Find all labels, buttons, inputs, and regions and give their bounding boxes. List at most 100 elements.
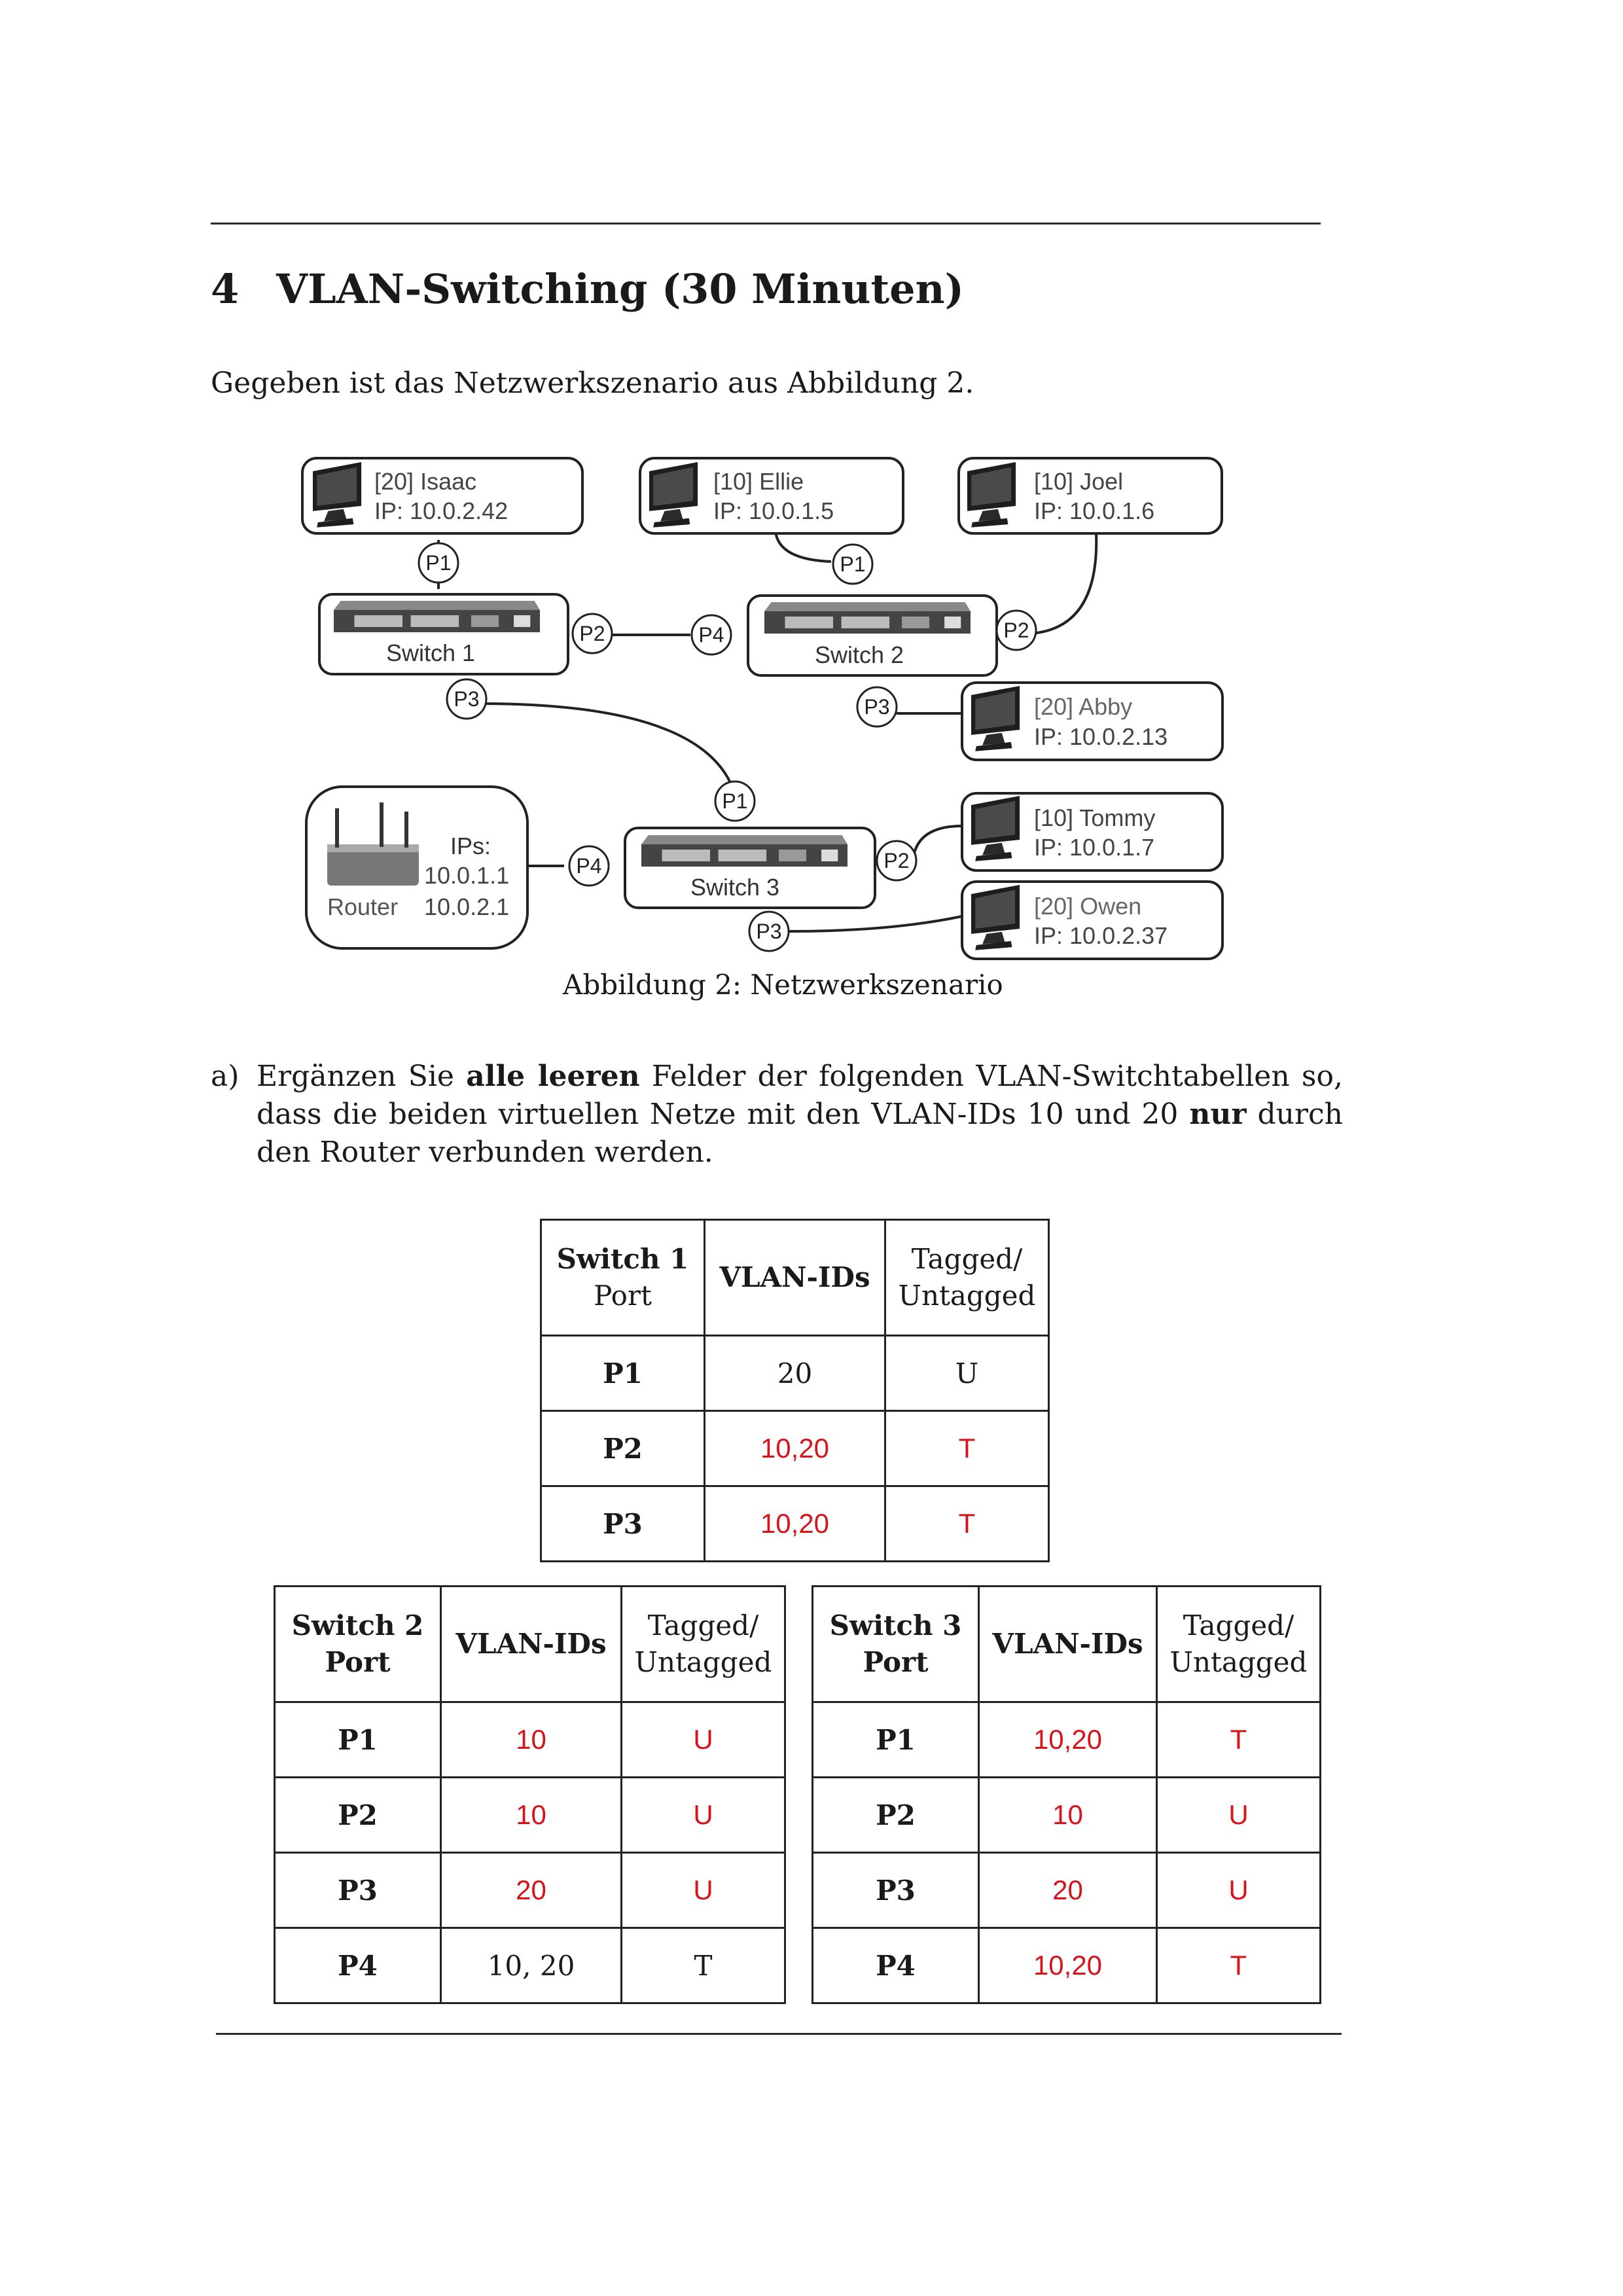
switch2-header-port-label: Port xyxy=(325,1646,391,1678)
task-text-part-2: Felder der folgenden VLAN-Switchtabellen… xyxy=(257,1060,1343,1131)
switch3-port-p3: P3 xyxy=(748,910,790,952)
switch2-p4-tag[interactable]: T xyxy=(620,1927,786,2004)
switch3-p1-port: P1 xyxy=(812,1701,980,1778)
svg-text:P1: P1 xyxy=(840,552,865,576)
switch2-p1-vlan[interactable]: 10 xyxy=(440,1701,622,1778)
joel-ip: IP: 10.0.1.6 xyxy=(1034,497,1154,524)
switch1-p1-vlan[interactable]: 20 xyxy=(704,1335,886,1412)
switch-3: Switch 3 xyxy=(624,827,876,909)
svg-text:[10] Joel: [10] Joel xyxy=(1034,468,1123,495)
switch2-p2-port: P2 xyxy=(274,1776,442,1854)
tommy-vlan: [10] xyxy=(1034,804,1073,831)
switch-1: Switch 1 xyxy=(318,593,569,675)
router-ip-2: 10.0.2.1 xyxy=(424,893,509,920)
switch2-p1-tag[interactable]: U xyxy=(620,1701,786,1778)
host-ellie: [10] Ellie IP: 10.0.1.5 xyxy=(639,457,904,535)
ellie-ip: IP: 10.0.1.5 xyxy=(713,497,834,524)
switch3-p3-tag[interactable]: U xyxy=(1156,1852,1321,1929)
switch-2-label: Switch 2 xyxy=(815,641,904,668)
switch2-p2-tag[interactable]: U xyxy=(620,1776,786,1854)
switch2-port-p2: P2 xyxy=(995,609,1037,651)
line-s3p2-tommy xyxy=(912,825,963,861)
router-label: Router xyxy=(327,893,398,920)
abby-ip: IP: 10.0.2.13 xyxy=(1034,723,1168,750)
switch2-p4-vlan[interactable]: 10, 20 xyxy=(440,1927,622,2004)
svg-text:[20] Isaac: [20] Isaac xyxy=(374,468,476,495)
switch3-p3-vlan[interactable]: 20 xyxy=(978,1852,1158,1929)
svg-text:[20] Owen: [20] Owen xyxy=(1034,893,1141,920)
section-number: 4 xyxy=(211,265,240,313)
switch-3-label: Switch 3 xyxy=(690,874,779,901)
switch2-port-p4: P4 xyxy=(690,614,732,656)
tommy-ip: IP: 10.0.1.7 xyxy=(1034,834,1154,861)
switch3-p2-tag[interactable]: U xyxy=(1156,1776,1321,1854)
joel-name: Joel xyxy=(1080,468,1123,495)
top-rule xyxy=(211,223,1321,224)
svg-text:[20] Abby: [20] Abby xyxy=(1034,693,1132,720)
network-diagram: [20] Isaac IP: 10.0.2.42 [10] Ellie IP: … xyxy=(301,457,1224,960)
switch3-p4-tag[interactable]: T xyxy=(1156,1927,1321,2004)
switch1-port-p2: P2 xyxy=(571,613,613,655)
owen-name: Owen xyxy=(1080,893,1141,920)
switch1-header-tag: Tagged/Untagged xyxy=(884,1219,1050,1336)
switch1-header-port-label: Port xyxy=(594,1280,652,1312)
switch1-header-untagged: Untagged xyxy=(898,1280,1036,1312)
switch2-header-untagged: Untagged xyxy=(634,1646,772,1678)
svg-text:P3: P3 xyxy=(864,695,889,719)
switch3-header-untagged: Untagged xyxy=(1169,1646,1308,1678)
switch3-p1-tag[interactable]: T xyxy=(1156,1701,1321,1778)
switch1-p3-tag[interactable]: T xyxy=(884,1485,1050,1562)
line-s3p3-owen xyxy=(788,915,963,933)
svg-text:P1: P1 xyxy=(722,789,747,813)
switch1-p2-vlan[interactable]: 10,20 xyxy=(704,1410,886,1487)
switch3-port-p1: P1 xyxy=(714,780,756,822)
host-isaac: [20] Isaac IP: 10.0.2.42 xyxy=(301,457,584,535)
switch1-p2-port: P2 xyxy=(540,1410,705,1487)
abby-vlan: [20] xyxy=(1034,693,1073,720)
switch2-port-p1: P1 xyxy=(832,543,874,585)
svg-text:[10] Ellie: [10] Ellie xyxy=(713,468,804,495)
switch2-p4-port: P4 xyxy=(274,1927,442,2004)
switch1-port-p1: P1 xyxy=(418,542,459,584)
bottom-rule xyxy=(216,2033,1342,2035)
tommy-name: Tommy xyxy=(1079,804,1155,831)
joel-vlan: [10] xyxy=(1034,468,1073,495)
switch3-p3-port: P3 xyxy=(812,1852,980,1929)
switch1-p2-tag[interactable]: T xyxy=(884,1410,1050,1487)
switch3-p4-vlan[interactable]: 10,20 xyxy=(978,1927,1158,2004)
switch3-header-switch: Switch 3 xyxy=(829,1609,962,1641)
svg-text:P2: P2 xyxy=(579,622,605,645)
host-joel: [10] Joel IP: 10.0.1.6 xyxy=(957,457,1223,535)
task-text-part-3: durch den Router verbunden werden. xyxy=(257,1098,1344,1169)
switch2-p2-vlan[interactable]: 10 xyxy=(440,1776,622,1854)
task-text-part-1: Ergänzen Sie xyxy=(257,1060,467,1093)
switch1-p1-port: P1 xyxy=(540,1335,705,1412)
switch2-p1-port: P1 xyxy=(274,1701,442,1778)
switch3-port-p2: P2 xyxy=(876,840,918,882)
switch2-p3-vlan[interactable]: 20 xyxy=(440,1852,622,1929)
switch1-p3-vlan[interactable]: 10,20 xyxy=(704,1485,886,1562)
figure-caption: Abbildung 2: Netzwerkszenario xyxy=(563,969,1003,1001)
switch3-p1-vlan[interactable]: 10,20 xyxy=(978,1701,1158,1778)
svg-text:P1: P1 xyxy=(425,551,451,575)
switch1-p1-tag[interactable]: U xyxy=(884,1335,1050,1412)
task-emphasis-2: nur xyxy=(1189,1098,1247,1131)
task-text: Ergänzen Sie alle leeren Felder der folg… xyxy=(257,1058,1343,1172)
owen-vlan: [20] xyxy=(1034,893,1073,920)
switch1-port-p3: P3 xyxy=(446,678,488,720)
switch3-p2-port: P2 xyxy=(812,1776,980,1854)
ellie-name: Ellie xyxy=(759,468,804,495)
switch3-p2-vlan[interactable]: 10 xyxy=(978,1776,1158,1854)
host-owen: [20] Owen IP: 10.0.2.37 xyxy=(961,880,1224,960)
switch2-header-tagged: Tagged/ xyxy=(647,1609,759,1641)
svg-text:P4: P4 xyxy=(698,623,724,647)
host-tommy: [10] Tommy IP: 10.0.1.7 xyxy=(961,792,1224,872)
switch2-p3-port: P3 xyxy=(274,1852,442,1929)
switch2-p3-tag[interactable]: U xyxy=(620,1852,786,1929)
line-joel-s2p2 xyxy=(1030,533,1098,635)
switch3-header-vlan: VLAN-IDs xyxy=(978,1585,1158,1703)
